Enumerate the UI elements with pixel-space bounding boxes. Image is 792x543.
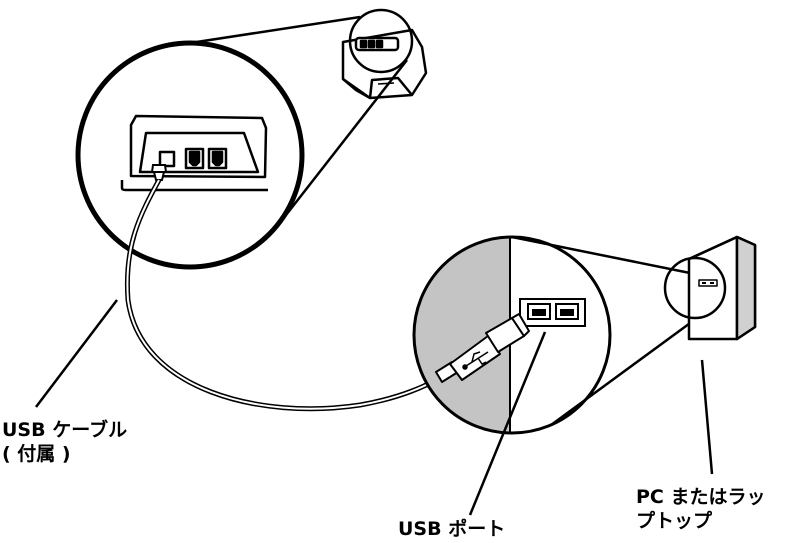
usb-socket-icon — [158, 150, 176, 168]
zoom-line-bottom — [271, 59, 408, 234]
callout-line-cable — [35, 299, 118, 408]
usb-cable-label: USB ケーブル ( 付属 ) — [2, 418, 127, 466]
pc-usb-ports — [519, 298, 586, 327]
usb-cable-pc-plug — [435, 313, 530, 383]
pc-laptop-label: PC またはラッ プトップ — [636, 485, 765, 533]
pc-zoom-line-top — [511, 235, 691, 275]
pc-tower — [687, 235, 757, 341]
usb-cable-label-line1: USB ケーブル — [2, 419, 128, 441]
usb-port-label: USB ポート — [398, 517, 505, 541]
printer-base-device — [341, 28, 428, 100]
callout-line-pc — [700, 359, 714, 475]
pc-zoom-line-bottom — [550, 316, 698, 427]
device-port-panel — [120, 114, 268, 192]
usb-symbol-icon — [462, 351, 489, 370]
device-zoom-circle-small — [348, 8, 414, 74]
usb-port-label-text: USB ポート — [398, 518, 506, 540]
usb-cable-label-line2: ( 付属 ) — [2, 443, 71, 465]
usb-cable-device-plug — [150, 164, 168, 181]
callout-line-port — [468, 331, 547, 516]
pc-label-line2: プトップ — [636, 510, 713, 532]
pc-label-line1: PC またはラッ — [636, 486, 766, 508]
pc-zoom-circle-small — [663, 256, 727, 320]
